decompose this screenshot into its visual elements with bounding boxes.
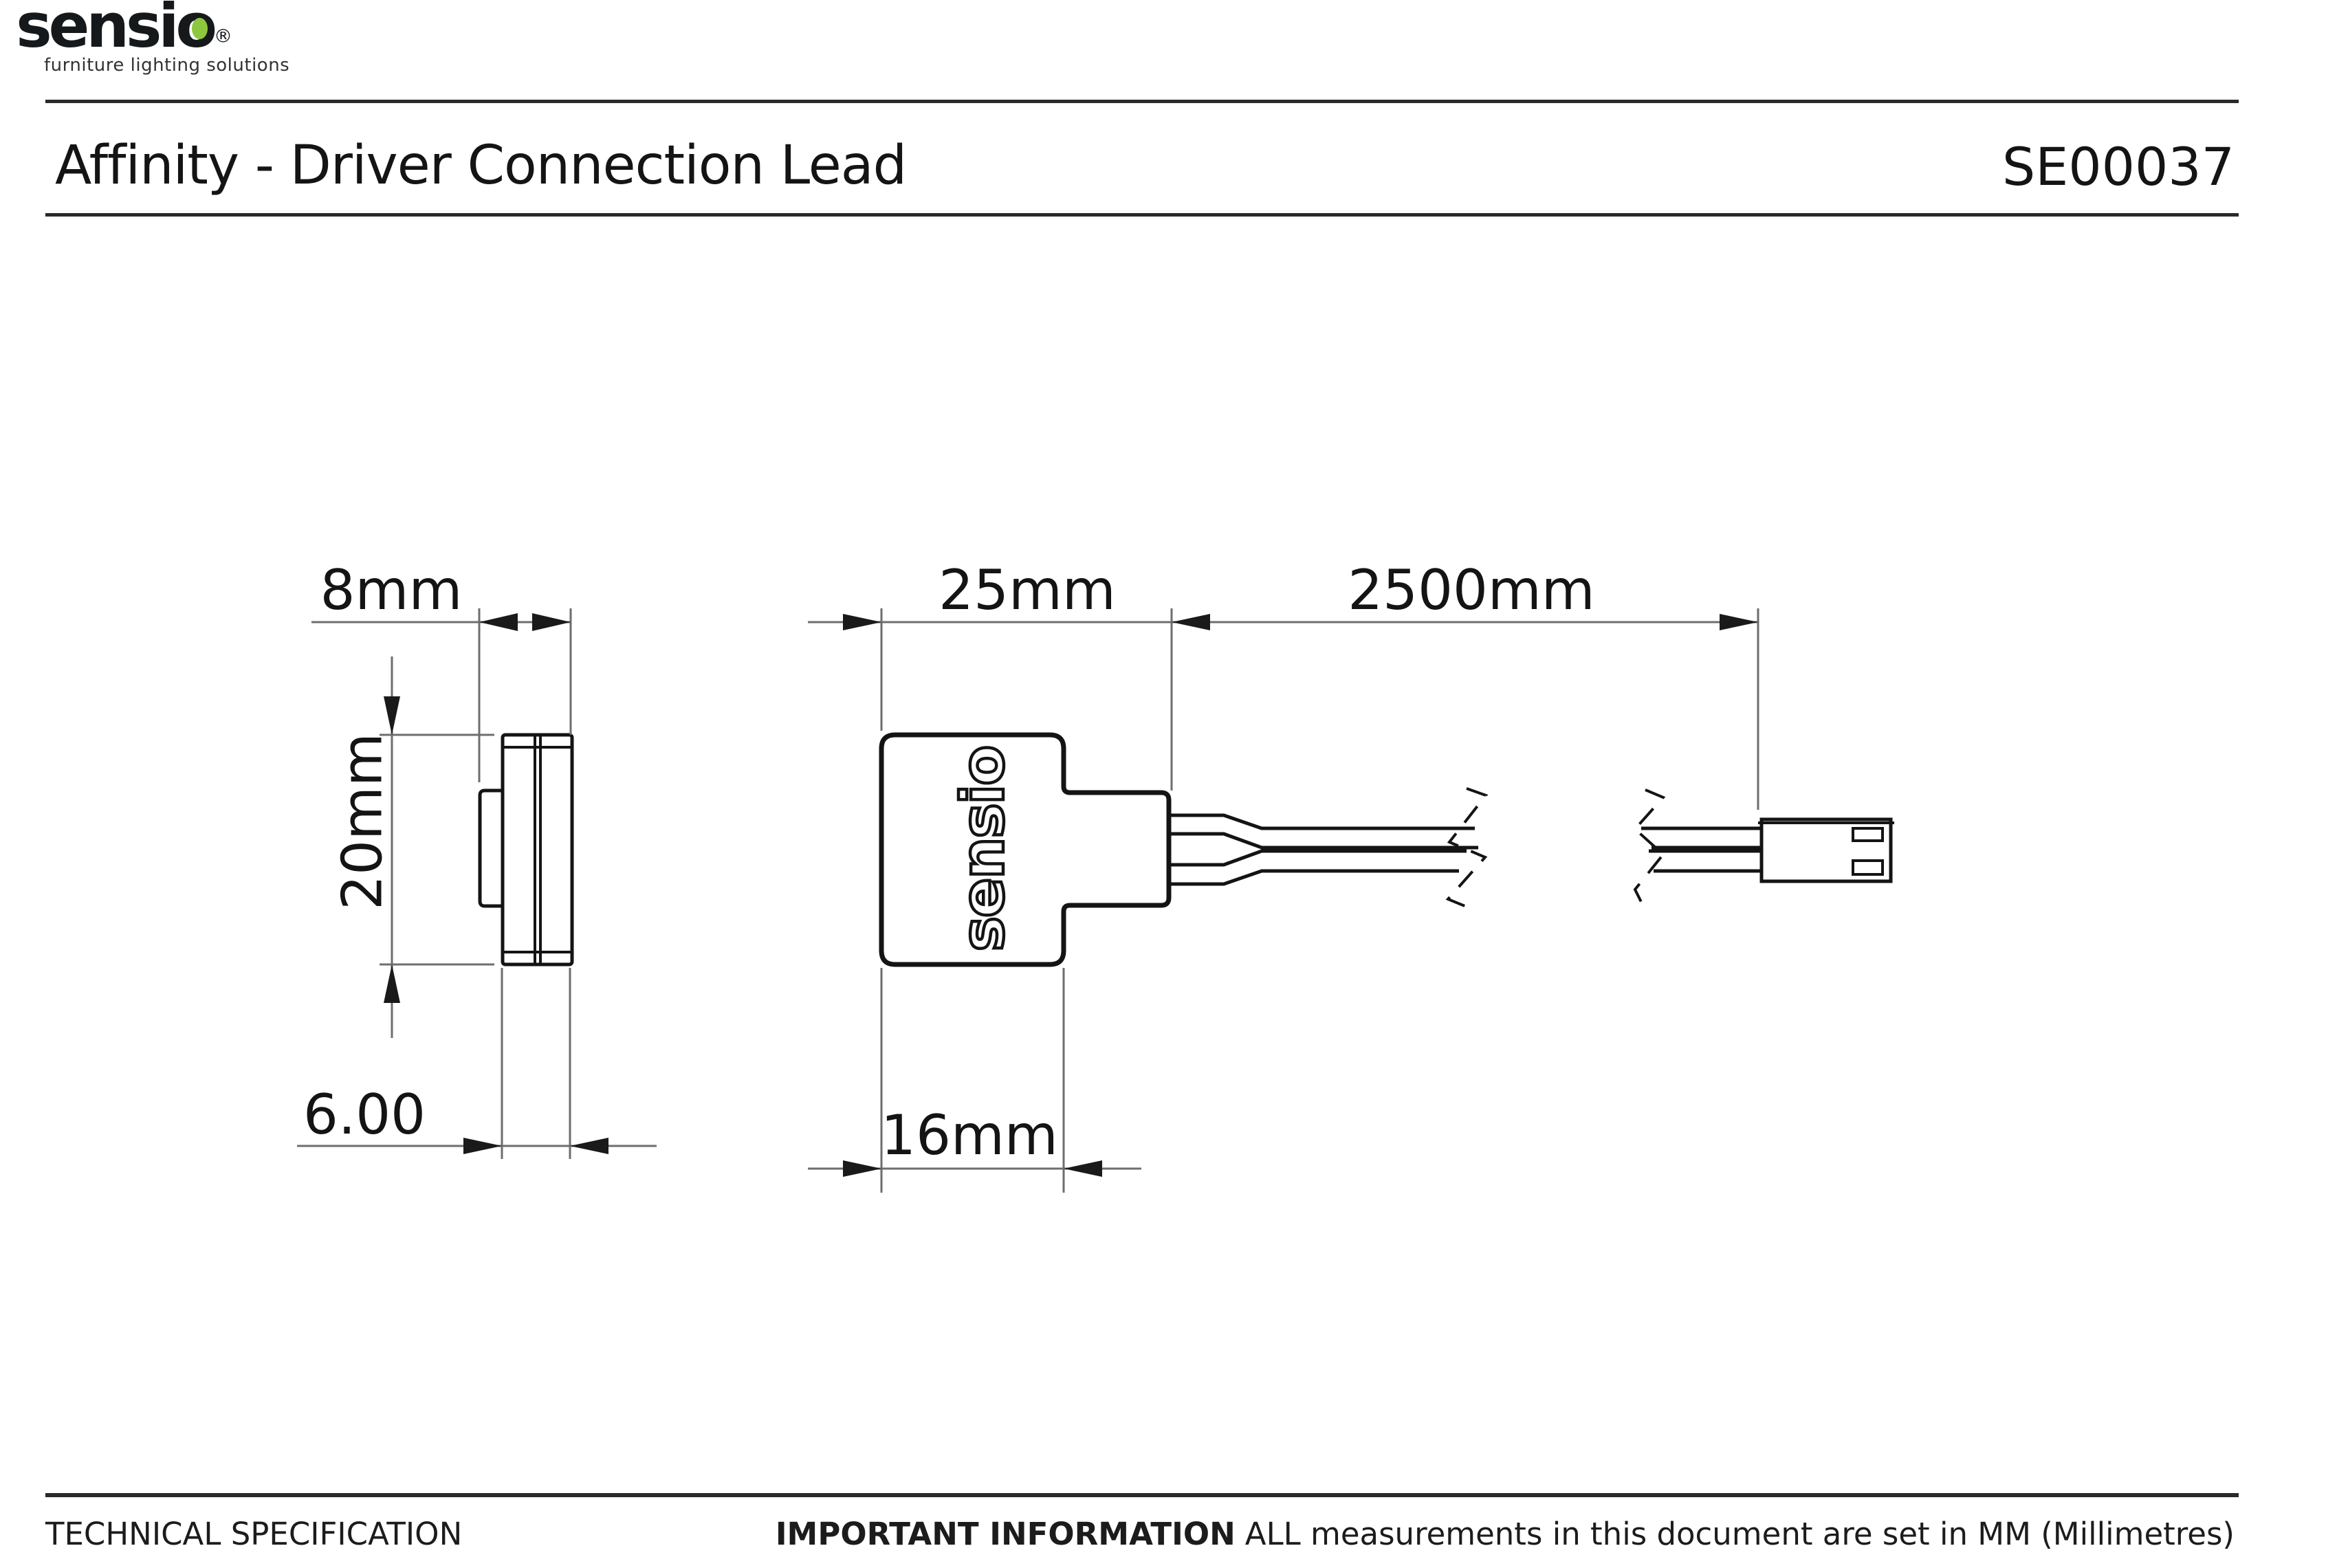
sensio-logo: sensio®	[16, 0, 232, 58]
footer-important-text: ALL measurements in this document are se…	[1244, 1516, 2235, 1552]
dim-20mm-arrow-top	[384, 696, 400, 735]
cable-break-right-icon	[1633, 788, 1666, 908]
dim-20mm-arrow-bottom	[384, 964, 400, 1003]
dim-16mm	[808, 968, 1141, 1193]
dim-8mm-arrow-right	[532, 613, 571, 631]
dim-8mm	[311, 608, 572, 782]
footer-section-label: TECHNICAL SPECIFICATION	[45, 1516, 463, 1552]
header-rule-bottom	[45, 213, 2239, 217]
wire-3-left	[1169, 849, 1467, 867]
wire-1-left	[1169, 813, 1475, 830]
logo-green-dot-icon	[192, 18, 208, 39]
dim-2500mm-arrow-left	[1172, 614, 1210, 630]
document-code: SE00037	[2001, 136, 2235, 197]
dim-6	[297, 968, 657, 1159]
label-25mm: 25mm	[939, 558, 1116, 622]
label-16mm: 16mm	[881, 1103, 1058, 1167]
front-view	[879, 732, 1894, 967]
dim-16mm-arrow-right	[1064, 1160, 1102, 1177]
dim-8mm-arrow-left	[479, 613, 518, 631]
logo-tagline: furniture lighting solutions	[44, 55, 290, 76]
plug-pin-slot-bottom	[1852, 859, 1884, 876]
dim-2500mm-arrow-right	[1720, 614, 1758, 630]
dim-25mm-arrow-left	[843, 614, 881, 630]
header-rule-top	[45, 100, 2239, 103]
registered-mark: ®	[214, 25, 232, 47]
side-view-body	[501, 733, 574, 967]
label-8mm: 8mm	[320, 558, 463, 622]
wire-4-left	[1169, 869, 1459, 886]
page-title: Affinity - Driver Connection Lead	[55, 135, 907, 197]
dim-6-arrow-right	[570, 1138, 608, 1154]
label-2500mm: 2500mm	[1348, 558, 1595, 622]
dim-6-arrow-left	[463, 1138, 502, 1154]
plug-pin-slot-top	[1852, 827, 1884, 842]
dim-16mm-arrow-left	[843, 1160, 881, 1177]
footer-rule	[45, 1493, 2239, 1497]
wire-2-left	[1169, 832, 1478, 850]
dim-25mm-2500mm	[808, 608, 1759, 810]
side-view	[478, 733, 574, 967]
label-6: 6.00	[303, 1083, 426, 1147]
cable-break-left-icon	[1445, 787, 1489, 908]
part-logo-sensio: sensio	[947, 745, 1020, 953]
side-view-clip-tab	[478, 788, 503, 908]
logo-wordmark: sensio	[16, 0, 217, 61]
footer-important-label: IMPORTANT INFORMATION	[775, 1516, 1236, 1552]
label-20mm: 20mm	[330, 733, 395, 910]
front-view-body	[879, 732, 1172, 967]
dim-20mm	[380, 656, 494, 1038]
